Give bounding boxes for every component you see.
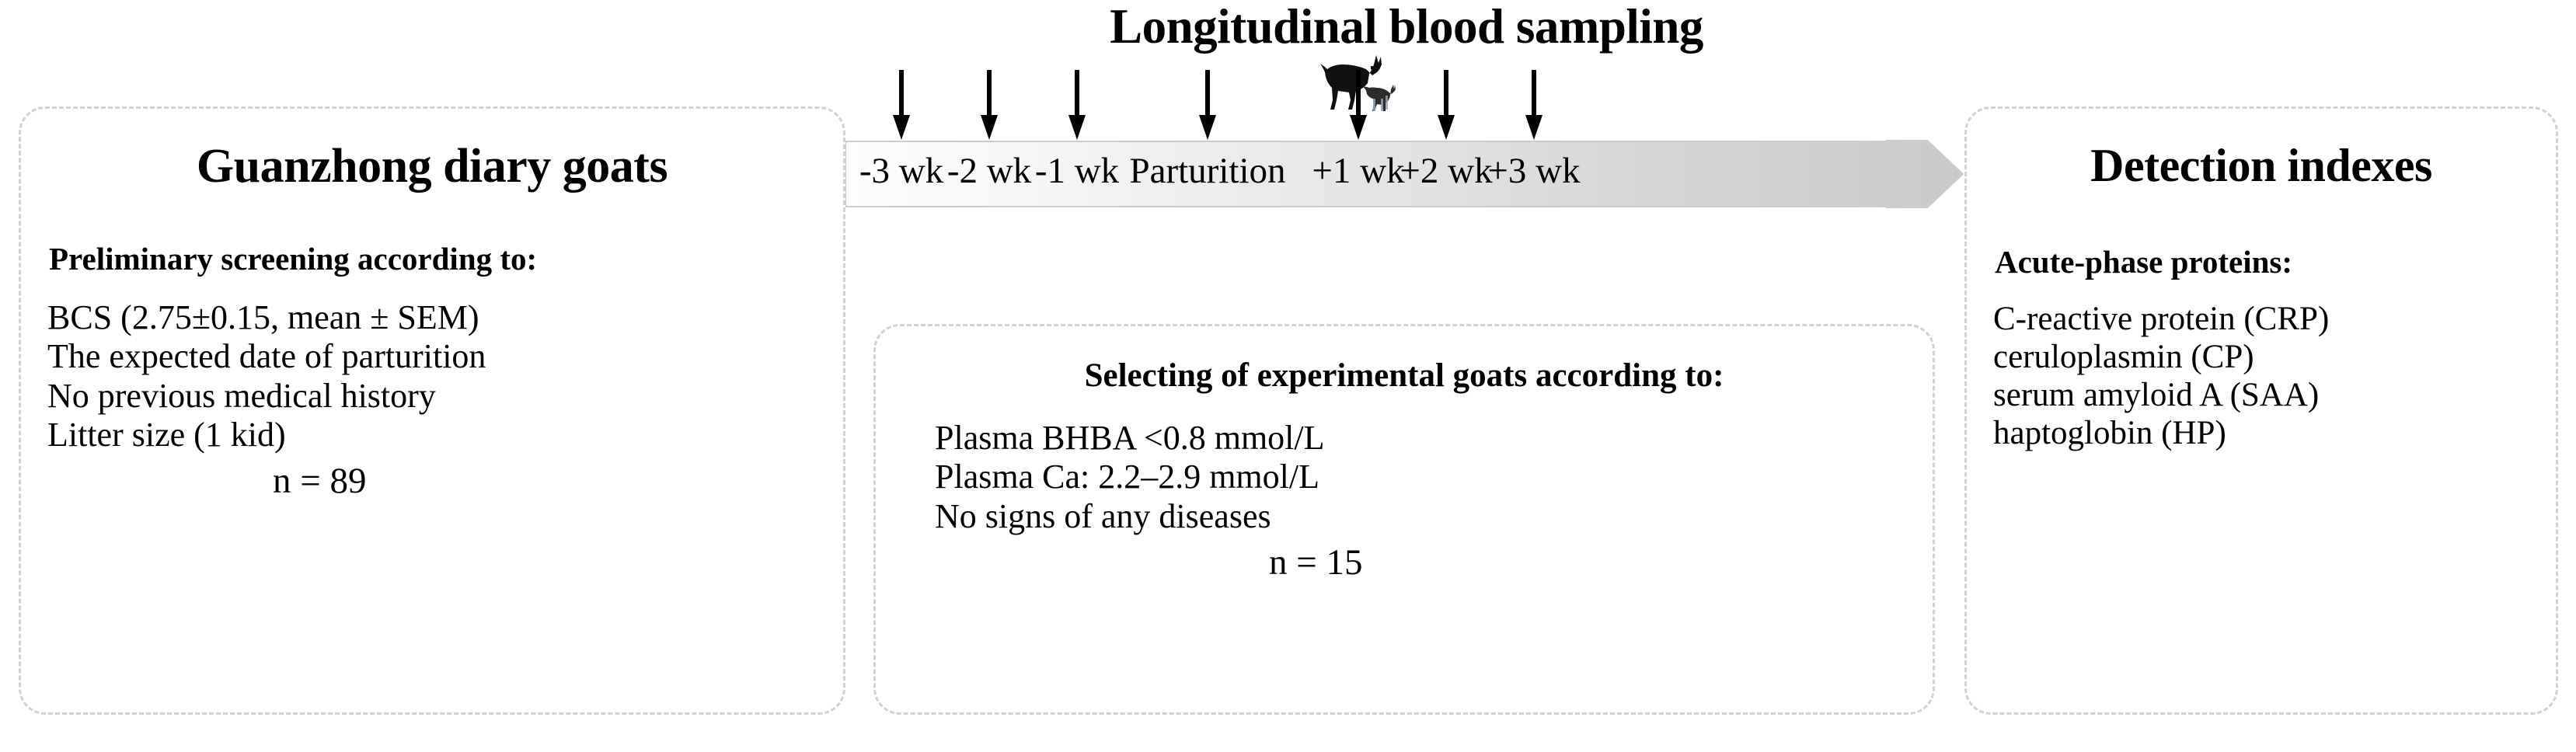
criteria-item: BCS (2.75±0.15, mean ± SEM) bbox=[47, 298, 479, 337]
index-item: haptoglobin (HP) bbox=[1993, 415, 2226, 452]
timeline-label: +2 wk bbox=[1400, 151, 1493, 191]
experimental-selection-panel: Selecting of experimental goats accordin… bbox=[873, 324, 1935, 715]
timeline-label: +3 wk bbox=[1487, 151, 1581, 191]
guanzhong-goats-panel: Guanzhong diary goats Preliminary screen… bbox=[19, 106, 845, 715]
index-item: serum amyloid A (SAA) bbox=[1993, 377, 2320, 414]
sampling-tick-arrow bbox=[1197, 70, 1218, 141]
middle-panel-criteria-list: Plasma BHBA <0.8 mmol/L Plasma Ca: 2.2–2… bbox=[935, 419, 1933, 583]
left-panel-sample-size: n = 89 bbox=[273, 460, 367, 501]
left-panel-criteria-list: BCS (2.75±0.15, mean ± SEM) The expected… bbox=[47, 298, 843, 502]
criteria-item: No signs of any diseases bbox=[935, 496, 1271, 535]
criteria-item: Plasma Ca: 2.2–2.9 mmol/L bbox=[935, 458, 1319, 496]
criteria-item: The expected date of parturition bbox=[47, 337, 486, 376]
goat-with-kid-icon bbox=[1312, 43, 1405, 113]
sampling-tick-arrow bbox=[1436, 70, 1456, 141]
detection-indexes-panel: Detection indexes Acute-phase proteins: … bbox=[1964, 106, 2558, 715]
criteria-item: Litter size (1 kid) bbox=[47, 415, 286, 454]
timeline-label: Parturition bbox=[1129, 151, 1286, 191]
timeline-arrow-banner bbox=[845, 140, 1964, 208]
right-panel-title: Detection indexes bbox=[2090, 140, 2432, 191]
left-panel-subtitle: Preliminary screening according to: bbox=[49, 241, 538, 277]
right-panel-subtitle: Acute-phase proteins: bbox=[1995, 244, 2293, 280]
middle-panel-subtitle: Selecting of experimental goats accordin… bbox=[1084, 357, 1724, 394]
sampling-timeline: -3 wk -2 wk -1 wk Parturition +1 wk +2 w… bbox=[845, 70, 1964, 225]
middle-panel-sample-size: n = 15 bbox=[1269, 541, 1363, 583]
index-item: ceruloplasmin (CP) bbox=[1993, 339, 2254, 376]
index-item: C-reactive protein (CRP) bbox=[1993, 301, 2330, 338]
sampling-tick-arrow bbox=[979, 70, 999, 141]
sampling-tick-arrow bbox=[1067, 70, 1087, 141]
criteria-item: Plasma BHBA <0.8 mmol/L bbox=[935, 419, 1325, 458]
timeline-label: -2 wk bbox=[946, 151, 1032, 191]
timeline-label: -3 wk bbox=[859, 151, 944, 191]
timeline-label: +1 wk bbox=[1312, 151, 1405, 191]
criteria-item: No previous medical history bbox=[47, 376, 436, 415]
timeline-heading: Longitudinal blood sampling bbox=[1110, 0, 1703, 54]
timeline-label: -1 wk bbox=[1034, 151, 1120, 191]
sampling-tick-arrow bbox=[891, 70, 912, 141]
left-panel-title: Guanzhong diary goats bbox=[196, 140, 668, 193]
sampling-tick-arrow bbox=[1524, 70, 1544, 141]
right-panel-index-list: C-reactive protein (CRP) ceruloplasmin (… bbox=[1993, 300, 2556, 452]
sampling-tick-arrow bbox=[1348, 70, 1368, 141]
